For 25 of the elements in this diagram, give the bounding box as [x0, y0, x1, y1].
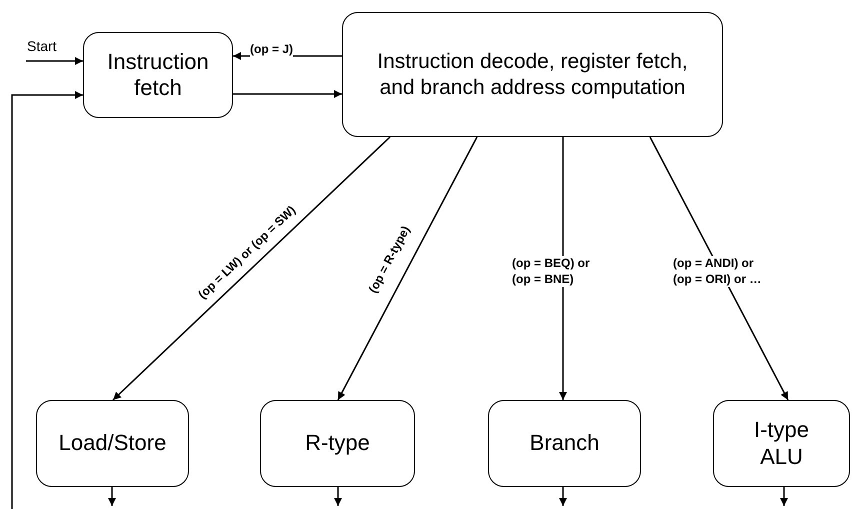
box-label: I-type ALU	[752, 417, 810, 470]
process-box	[713, 400, 850, 487]
box-label: Load/Store	[58, 430, 166, 457]
box-label: Instruction fetch	[106, 48, 210, 102]
arrow	[337, 136, 478, 400]
process-box	[83, 32, 233, 118]
arrow	[559, 487, 567, 506]
box-label: Branch	[530, 430, 600, 457]
process-box	[36, 400, 189, 487]
arrow	[559, 137, 567, 400]
arrow	[233, 90, 342, 98]
arrow	[108, 487, 116, 506]
edge-label: (op = LW) or (op = SW)	[194, 202, 299, 303]
edge-label: (op = J)	[250, 42, 294, 58]
arrow	[26, 57, 83, 65]
arrow	[112, 136, 391, 401]
arrow	[780, 487, 788, 506]
box-label: R-type	[305, 430, 370, 457]
process-box	[260, 400, 415, 487]
arrow	[11, 91, 83, 509]
arrow	[649, 136, 789, 400]
process-box	[342, 12, 723, 137]
process-box	[488, 400, 641, 487]
box-label: Instruction decode, register fetch, and branch address computation	[376, 49, 689, 100]
arrow	[334, 487, 342, 506]
